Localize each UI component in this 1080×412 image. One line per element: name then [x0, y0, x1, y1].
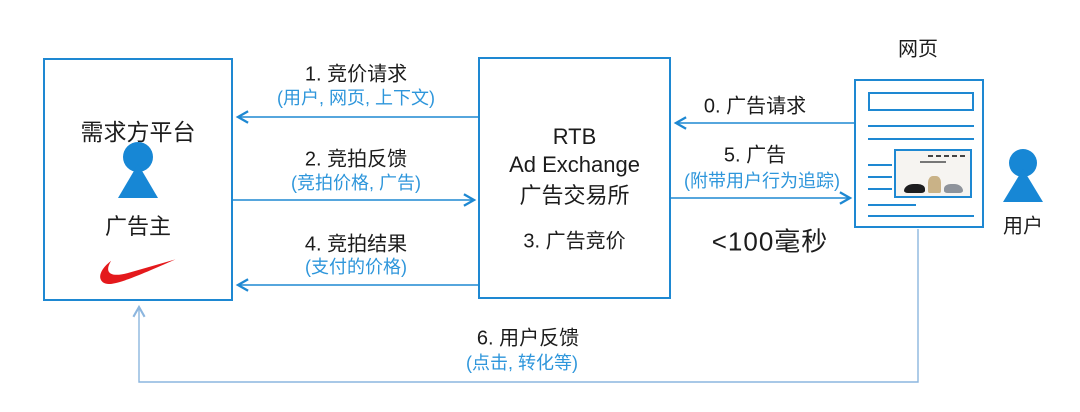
sneakers-image — [896, 176, 970, 193]
webpage-box — [854, 79, 984, 228]
arrow-6-user-feedback-loop — [132, 229, 919, 383]
webpage-text-line — [868, 176, 892, 178]
exchange-line-adexchange: Ad Exchange — [509, 152, 640, 177]
arrow-1-title: 1. 竞价请求 — [304, 63, 408, 86]
webpage-text-line — [868, 188, 892, 190]
gray-sneaker — [943, 184, 963, 193]
webpage-text-line — [868, 204, 916, 206]
ad-exchange-box: RTB Ad Exchange 广告交易所 3. 广告竞价 — [478, 57, 671, 299]
arrow-0-title: 0. 广告请求 — [703, 95, 807, 118]
ad-nav-links — [928, 155, 965, 157]
exchange-line-rtb: RTB — [552, 124, 597, 149]
webpage-text-line — [868, 138, 974, 140]
latency-label: <100毫秒 — [711, 226, 829, 257]
arrow-6-detail: (点击, 转化等) — [466, 353, 578, 373]
arrow-5-title: 5. 广告 — [723, 144, 787, 167]
dsp-box: 需求方平台 广告主 — [43, 58, 233, 301]
dsp-subtitle: 广告主 — [104, 214, 172, 239]
user-person-icon — [1003, 149, 1043, 202]
nike-shoes-ad-thumbnail — [894, 149, 972, 198]
arrow-4-title: 4. 竞拍结果 — [304, 233, 408, 256]
black-sneaker — [903, 184, 925, 193]
tan-sneaker — [927, 176, 941, 193]
arrow-1-detail: (用户, 网页, 上下文) — [277, 88, 435, 108]
webpage-header-placeholder — [868, 92, 974, 111]
nike-swoosh-logo — [100, 259, 176, 284]
arrow-2-title: 2. 竞拍反馈 — [304, 148, 408, 171]
exchange-step-auction: 3. 广告竞价 — [523, 230, 626, 253]
ad-title-bar — [920, 161, 946, 163]
webpage-text-line — [868, 215, 974, 217]
dsp-title: 需求方平台 — [80, 119, 196, 145]
webpage-text-line — [868, 125, 974, 127]
webpage-text-line — [868, 164, 892, 166]
exchange-line-cn: 广告交易所 — [519, 183, 630, 208]
arrow-5-detail: (附带用户行为追踪) — [684, 171, 840, 191]
advertiser-person-icon — [118, 142, 158, 198]
arrow-2-detail: (竞拍价格, 广告) — [291, 173, 421, 193]
arrow-6-title: 6. 用户反馈 — [476, 327, 580, 350]
webpage-label: 网页 — [898, 38, 938, 61]
arrow-4-detail: (支付的价格) — [305, 257, 407, 277]
user-label: 用户 — [1003, 215, 1043, 238]
